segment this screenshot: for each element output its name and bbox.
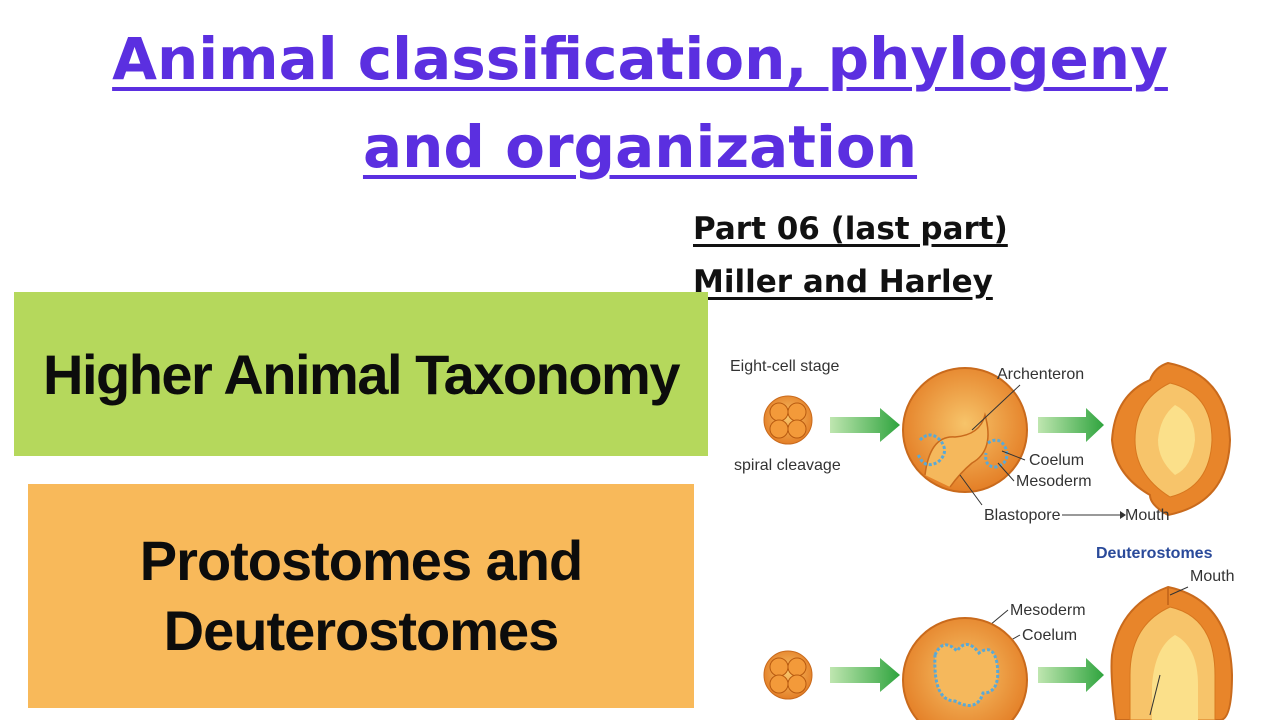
eight-cell-embryo-2 — [763, 650, 813, 700]
mesoderm-label-2: Mesoderm — [1010, 602, 1086, 619]
blastopore-label: Blastopore — [984, 507, 1061, 524]
embryo-development-diagram: Eight-cell stage spiral cleavage Archent… — [730, 358, 1234, 720]
coelum-label-1: Coelum — [1029, 452, 1084, 469]
eight-cell-embryo — [763, 395, 813, 445]
mouth-label-1: Mouth — [1125, 507, 1169, 524]
protostomes-line-2: Deuterostomes — [163, 599, 560, 662]
higher-taxonomy-text: Higher Animal Taxonomy — [43, 342, 681, 406]
title-line-1: Animal classification, phylogeny — [112, 25, 1168, 93]
larva-embryo-2 — [1110, 585, 1234, 720]
deuterostomes-label: Deuterostomes — [1096, 545, 1213, 562]
protostomes-box: Protostomes and Deuterostomes — [28, 484, 694, 708]
arrow-1 — [830, 408, 900, 442]
gastrula-embryo-2 — [902, 617, 1028, 720]
author-label: Miller and Harley — [693, 264, 993, 300]
mouth-label-2: Mouth — [1190, 568, 1234, 585]
arrow-3 — [830, 658, 900, 692]
higher-taxonomy-box: Higher Animal Taxonomy — [14, 292, 708, 456]
title-line-2: and organization — [362, 113, 918, 181]
part-label: Part 06 (last part) — [693, 211, 1008, 247]
mesoderm-label-1: Mesoderm — [1016, 473, 1092, 490]
protostomes-text: Protostomes and Deuterostomes — [139, 526, 583, 666]
spiral-cleavage-label: spiral cleavage — [734, 457, 841, 474]
archenteron-label: Archenteron — [997, 366, 1084, 383]
eight-cell-label: Eight-cell stage — [730, 358, 839, 375]
protostomes-line-1: Protostomes and — [139, 529, 583, 592]
gastrula-embryo-1 — [902, 367, 1028, 493]
coelum-label-2: Coelum — [1022, 627, 1077, 644]
arrow-2 — [1038, 408, 1104, 442]
arrow-4 — [1038, 658, 1104, 692]
larva-embryo-1 — [1110, 361, 1232, 517]
